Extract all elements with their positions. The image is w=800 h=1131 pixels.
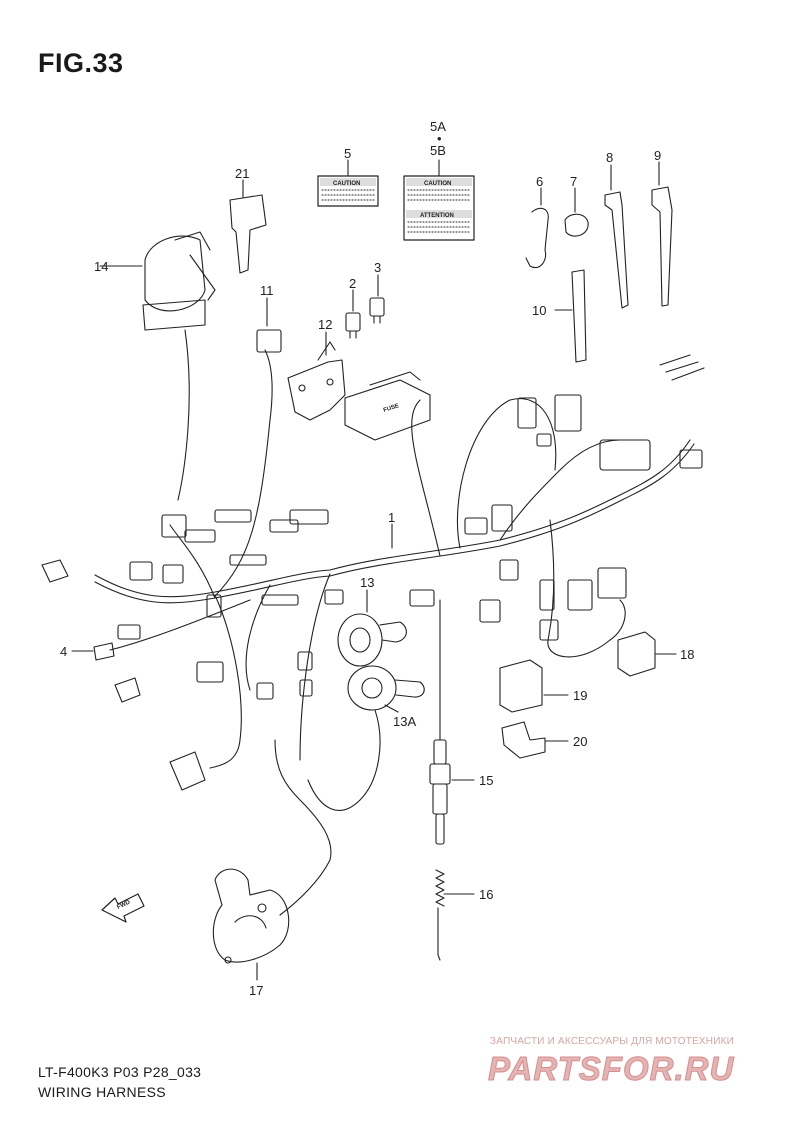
callout-1: 1	[388, 510, 395, 525]
switch-part-17	[212, 739, 332, 981]
figure-title: FIG.33	[38, 48, 124, 78]
sensor-part-13a	[307, 665, 425, 811]
fuse-text: FUSE	[383, 403, 400, 414]
callout-20: 20	[573, 734, 587, 749]
callout-5: 5	[344, 146, 351, 161]
attention-text-5b: ATTENTION	[420, 213, 454, 219]
caution-text-5: CAUTION	[333, 181, 360, 187]
main-harness	[94, 349, 695, 769]
clamps-and-ties	[525, 161, 673, 363]
callout-15: 15	[479, 773, 493, 788]
fwd-label: FWD	[116, 899, 132, 910]
connector-part-11	[256, 297, 282, 353]
callout-11: 11	[260, 283, 274, 298]
callout-19: 19	[573, 688, 587, 703]
watermark-logo: PARTSFOR.RU	[487, 1050, 735, 1088]
callout-dot: •	[437, 131, 442, 146]
callout-8: 8	[606, 150, 613, 165]
callout-5a: 5A	[430, 119, 446, 134]
caution-text-5a: CAUTION	[424, 181, 451, 187]
callout-16: 16	[479, 887, 493, 902]
bracket-part-12	[287, 331, 346, 421]
callout-13a: 13A	[393, 714, 416, 729]
callout-6: 6	[536, 174, 543, 189]
relay-part-19	[499, 659, 569, 713]
callout-10: 10	[532, 303, 546, 318]
bracket-part-20	[501, 721, 569, 759]
watermark-tagline: ЗАПЧАСТИ И АКСЕССУАРЫ ДЛЯ МОТОТЕХНИКИ	[490, 1036, 735, 1047]
callout-12: 12	[318, 317, 332, 332]
sensor-part-15	[429, 599, 475, 845]
callout-18: 18	[680, 647, 694, 662]
model-code: LT-F400K3 P03 P28_033	[38, 1064, 202, 1080]
fuse-box	[344, 371, 431, 441]
callout-3: 3	[374, 260, 381, 275]
callout-14: 14	[94, 259, 108, 274]
key-part-21	[229, 179, 267, 274]
caution-label-part-5	[317, 159, 379, 207]
callout-numbers: 1 2 3 4 5 5A • 5B 6 7 8 9 10 11 12 13 13…	[60, 119, 694, 998]
diagram-subtitle: WIRING HARNESS	[38, 1084, 166, 1100]
callout-17: 17	[249, 983, 263, 998]
sensor-part-13	[337, 589, 407, 667]
callout-21: 21	[235, 166, 249, 181]
callout-7: 7	[570, 174, 577, 189]
ignition-switch-part-14	[99, 231, 216, 501]
harness-connectors	[41, 354, 705, 791]
callout-5b: 5B	[430, 143, 446, 158]
callout-9: 9	[654, 148, 661, 163]
relay-part-18	[617, 631, 677, 677]
callout-13: 13	[360, 575, 374, 590]
caution-attention-label-part-5a-5b	[403, 159, 475, 241]
fwd-arrow-icon: FWD	[101, 893, 145, 923]
callout-4: 4	[60, 644, 67, 659]
fuses-part-2-3	[345, 274, 385, 339]
spring-part-16	[435, 869, 475, 961]
connector-part-4	[71, 642, 115, 661]
callout-2: 2	[349, 276, 356, 291]
